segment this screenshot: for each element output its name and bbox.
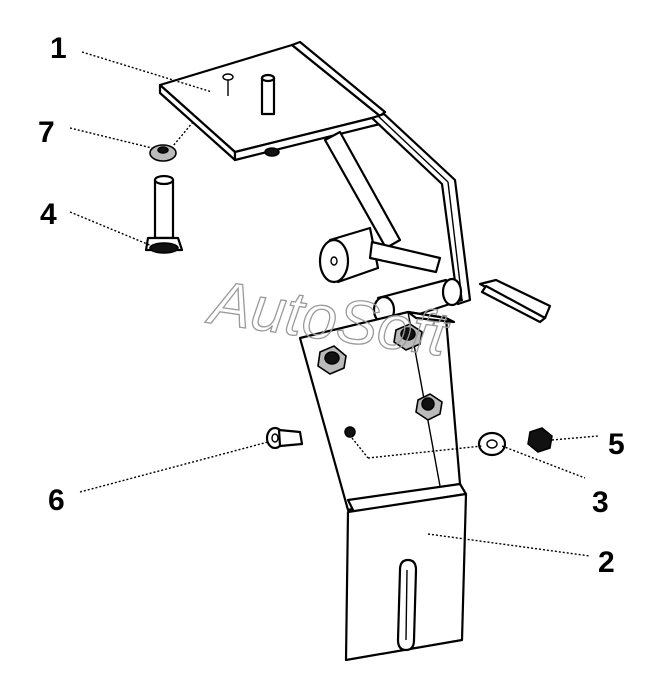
callout-labels: 1 2 3 4 5 6 7 (38, 32, 625, 579)
callout-1: 1 (50, 32, 67, 65)
pedal-plate (158, 40, 387, 162)
callout-5: 5 (608, 428, 625, 461)
bolt (144, 174, 184, 254)
pivot-sleeve (318, 226, 442, 284)
washer (477, 431, 507, 457)
callout-4: 4 (40, 198, 57, 231)
leader-lines (69, 51, 599, 557)
callout-3: 3 (592, 486, 609, 519)
nut (149, 144, 177, 162)
shaft-lever (372, 277, 552, 325)
callout-7: 7 (38, 116, 55, 149)
small-nut (527, 427, 553, 453)
callout-6: 6 (48, 484, 65, 517)
bracket-studs (317, 323, 443, 438)
pin (265, 426, 304, 450)
callout-2: 2 (598, 546, 615, 579)
